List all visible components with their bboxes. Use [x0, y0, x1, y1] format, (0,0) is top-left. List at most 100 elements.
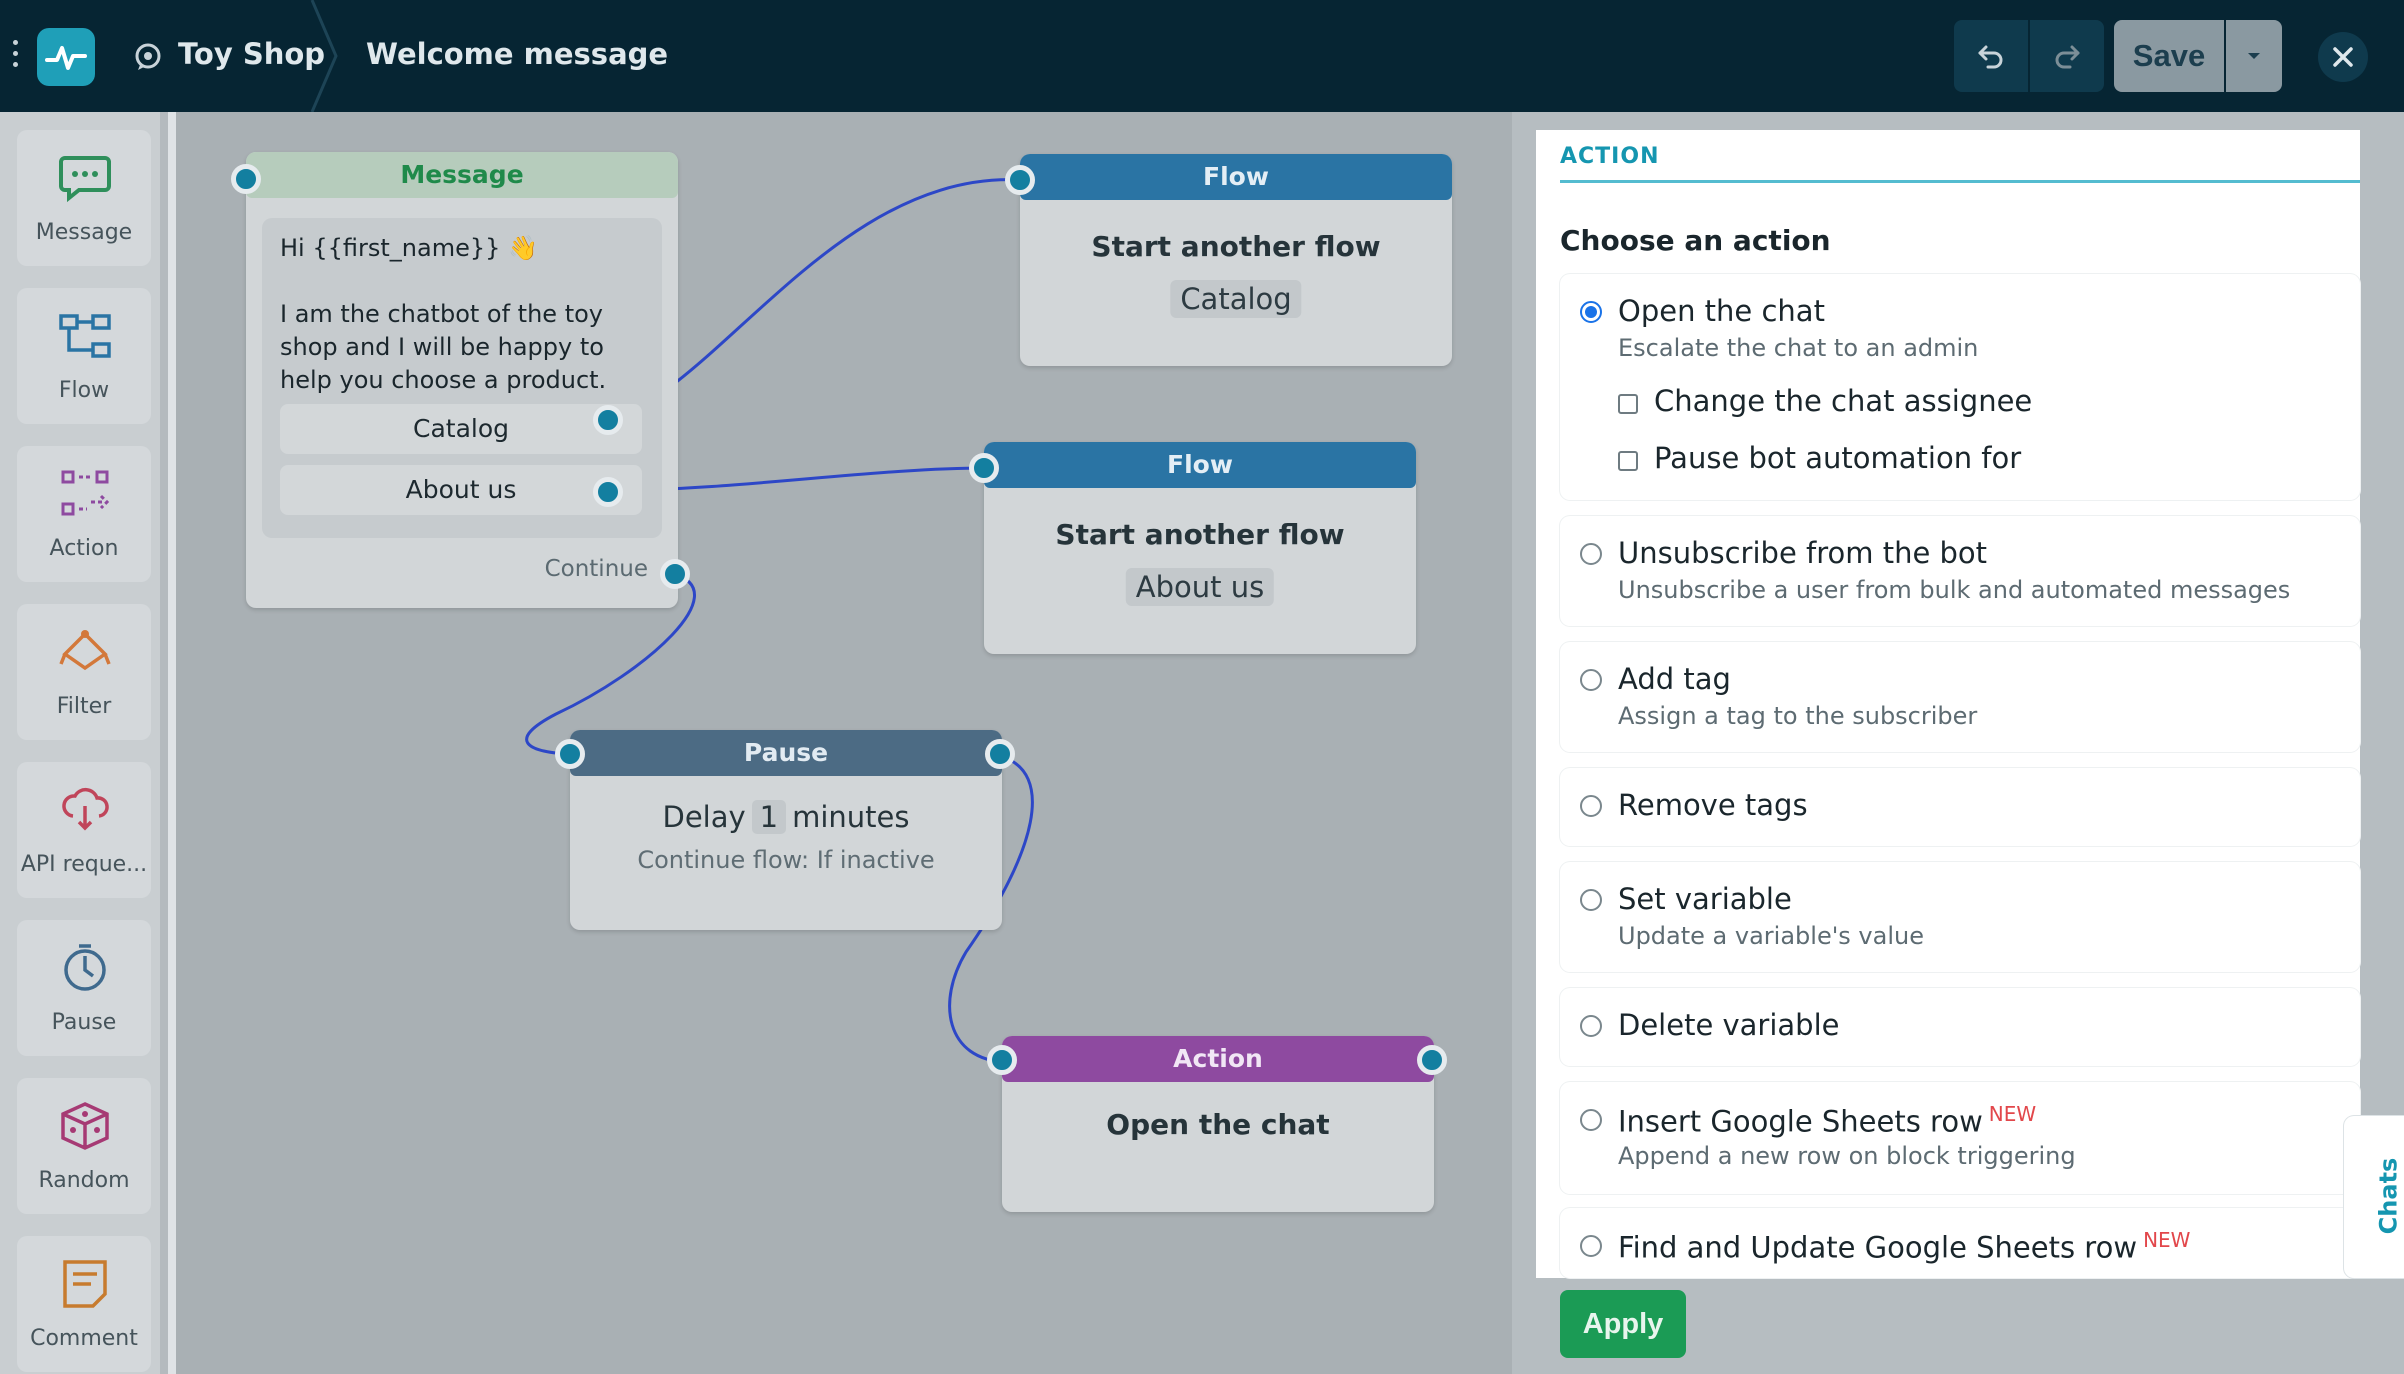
input-port[interactable]	[1005, 165, 1035, 195]
top-bar: Toy Shop Welcome message Save	[0, 0, 2404, 112]
redo-button[interactable]	[2030, 20, 2104, 92]
message-text: Hi {{first_name}} 👋 I am the chatbot of …	[280, 234, 607, 394]
message-node[interactable]: Message Hi {{first_name}} 👋 I am the cha…	[246, 152, 678, 608]
option-desc: Unsubscribe a user from bulk and automat…	[1618, 576, 2291, 604]
tool-label: Message	[35, 220, 133, 245]
node-header: Action	[1002, 1036, 1434, 1082]
node-header: Flow	[1020, 154, 1452, 200]
output-port[interactable]	[985, 739, 1015, 769]
tool-filter[interactable]: Filter	[17, 604, 151, 740]
radio-button[interactable]	[1580, 543, 1602, 565]
tool-label: Filter	[56, 694, 112, 719]
pause-icon	[64, 944, 106, 991]
delay-value: 1	[751, 800, 787, 834]
flow-node-catalog[interactable]: Flow Start another flow Catalog	[1020, 154, 1452, 366]
input-port[interactable]	[987, 1045, 1017, 1075]
tool-pause[interactable]: Pause	[17, 920, 151, 1056]
action-panel: ACTION Choose an action Open the chat Es…	[1536, 130, 2360, 1278]
undo-button[interactable]	[1954, 20, 2028, 92]
flow-node-title: Start another flow	[1091, 230, 1381, 263]
message-button-catalog[interactable]: Catalog	[280, 404, 642, 454]
flow-node-about-us[interactable]: Flow Start another flow About us	[984, 442, 1416, 654]
checkbox-change-assignee[interactable]	[1618, 394, 1638, 414]
save-options-button[interactable]	[2226, 20, 2282, 92]
filter-icon	[59, 630, 111, 671]
option-title: Remove tags	[1618, 788, 1808, 822]
breadcrumb-project[interactable]: Toy Shop	[178, 37, 326, 71]
input-port[interactable]	[231, 164, 261, 194]
close-button[interactable]	[2318, 32, 2368, 82]
option-set-variable[interactable]: Set variable Update a variable's value	[1560, 862, 2360, 972]
option-title-text: Find and Update Google Sheets row	[1618, 1230, 2138, 1265]
random-icon	[61, 1102, 109, 1150]
message-button-about-us[interactable]: About us	[280, 465, 642, 515]
apply-button[interactable]: Apply	[1560, 1290, 1686, 1358]
menu-dots-icon[interactable]	[12, 40, 20, 72]
input-port[interactable]	[555, 739, 585, 769]
flow-target-tag: Catalog	[1170, 280, 1302, 318]
option-unsubscribe[interactable]: Unsubscribe from the bot Unsubscribe a u…	[1560, 516, 2360, 626]
radio-button[interactable]	[1580, 669, 1602, 691]
option-desc: Update a variable's value	[1618, 922, 1924, 950]
option-desc: Append a new row on block triggering	[1618, 1142, 2076, 1170]
node-header: Message	[246, 152, 678, 198]
option-remove-tags[interactable]: Remove tags	[1560, 768, 2360, 846]
new-badge: NEW	[1988, 1102, 2037, 1126]
option-desc: Assign a tag to the subscriber	[1618, 702, 1978, 730]
delay-prefix: Delay	[662, 800, 746, 834]
message-body[interactable]: Hi {{first_name}} 👋 I am the chatbot of …	[262, 218, 662, 538]
radio-button[interactable]	[1580, 795, 1602, 817]
continue-label: Continue	[544, 556, 648, 582]
input-port[interactable]	[969, 453, 999, 483]
viber-icon	[135, 43, 161, 70]
pause-subtitle: Continue flow: If inactive	[637, 846, 935, 874]
tool-api-request[interactable]: API reque...	[17, 762, 151, 898]
undo-icon	[1978, 45, 2003, 69]
flow-canvas[interactable]: Message Hi {{first_name}} 👋 I am the cha…	[176, 112, 1512, 1374]
output-port-about-us[interactable]	[593, 477, 623, 507]
delay-unit: minutes	[792, 800, 910, 834]
chats-tab-label: Chats	[2374, 1157, 2403, 1235]
tool-random[interactable]: Random	[17, 1078, 151, 1214]
radio-button[interactable]	[1580, 1109, 1602, 1131]
radio-button[interactable]	[1580, 301, 1602, 323]
option-title: Set variable	[1618, 882, 1792, 916]
comment-icon	[63, 1260, 107, 1308]
save-button[interactable]: Save	[2114, 20, 2224, 92]
flow-icon	[59, 314, 111, 358]
radio-button[interactable]	[1580, 1235, 1602, 1257]
option-desc: Escalate the chat to an admin	[1618, 334, 1979, 362]
tab-action[interactable]: ACTION	[1560, 144, 1660, 169]
option-open-chat[interactable]: Open the chat Escalate the chat to an ad…	[1560, 274, 2360, 500]
tool-flow[interactable]: Flow	[17, 288, 151, 424]
output-port[interactable]	[1417, 1045, 1447, 1075]
checkbox-label: Change the chat assignee	[1654, 384, 2033, 418]
redo-icon	[2055, 45, 2080, 69]
block-toolbar: Message Flow Action Filter API reque... …	[0, 112, 168, 1374]
checkbox-pause-automation[interactable]	[1618, 451, 1638, 471]
action-node[interactable]: Action Open the chat	[1002, 1036, 1434, 1212]
radio-button[interactable]	[1580, 889, 1602, 911]
app-logo-icon[interactable]	[37, 28, 95, 86]
tool-label: API reque...	[20, 852, 148, 877]
option-title: Open the chat	[1618, 294, 1825, 328]
radio-button[interactable]	[1580, 1015, 1602, 1037]
output-port-continue[interactable]	[660, 559, 690, 589]
tool-label: Flow	[58, 378, 110, 403]
action-icon	[61, 470, 110, 516]
new-badge: NEW	[2143, 1228, 2191, 1252]
option-delete-variable[interactable]: Delete variable	[1560, 988, 2360, 1066]
output-port-catalog[interactable]	[593, 405, 623, 435]
flow-node-title: Start another flow	[1055, 518, 1345, 551]
tool-message[interactable]: Message	[17, 130, 151, 266]
tool-action[interactable]: Action	[17, 446, 151, 582]
option-add-tag[interactable]: Add tag Assign a tag to the subscriber	[1560, 642, 2360, 752]
api-request-icon	[62, 787, 109, 831]
chats-tab[interactable]: Chats	[2344, 1116, 2404, 1278]
tool-comment[interactable]: Comment	[17, 1236, 151, 1372]
